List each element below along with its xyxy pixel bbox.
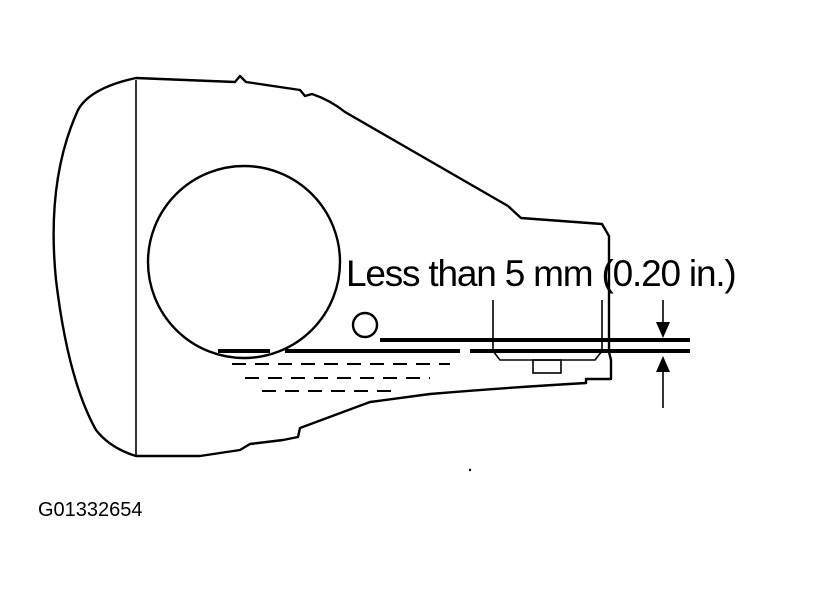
housing-outline xyxy=(52,74,613,458)
speck-dot xyxy=(468,468,472,472)
dimension-arrow-top-head xyxy=(656,322,670,338)
gauge-tab xyxy=(532,359,562,374)
dimension-callout: Less than 5 mm (0.20 in.) xyxy=(346,253,736,294)
drain-plug-circle xyxy=(351,311,379,339)
large-bore-circle xyxy=(146,164,342,360)
dimension-arrow-bottom-head xyxy=(656,356,670,372)
figure-id-label: G01332654 xyxy=(38,499,143,521)
